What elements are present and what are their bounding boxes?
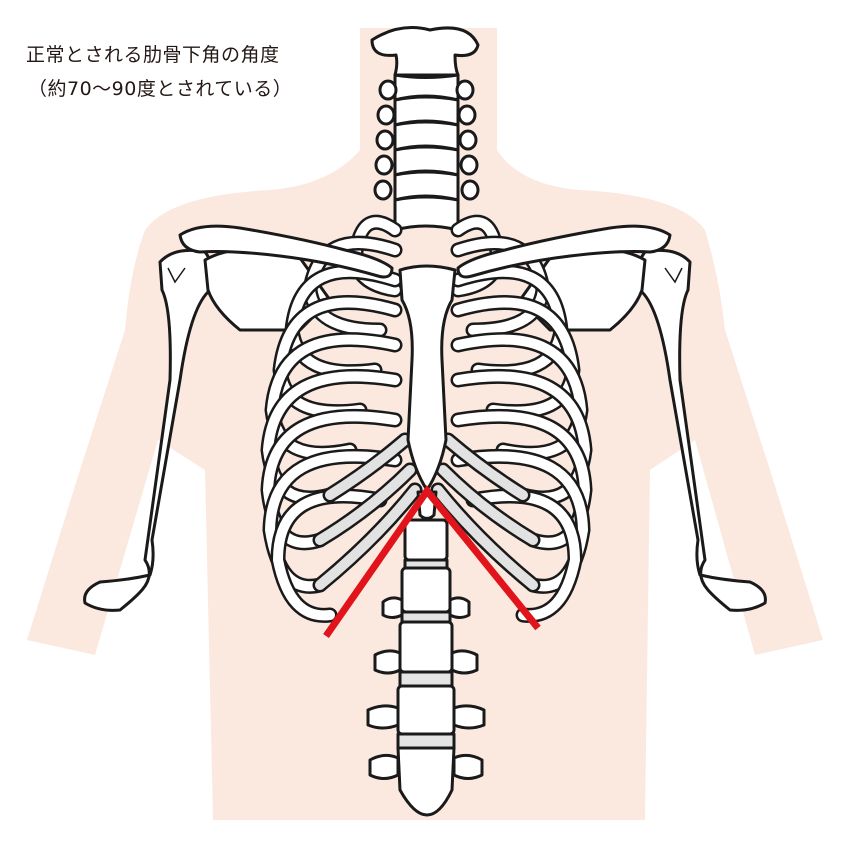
infrasternal-angle-lines (323, 485, 541, 639)
right-ribs (430, 214, 593, 623)
figure-caption: 正常とされる肋骨下角の角度 （約70〜90度とされている） (26, 38, 292, 106)
cervical-spine (370, 26, 480, 232)
caption-title: 正常とされる肋骨下角の角度 (26, 44, 280, 66)
caption-subtitle: （約70〜90度とされている） (28, 78, 293, 100)
sternum (398, 264, 457, 492)
left-ribs (260, 214, 423, 623)
left-clavicle (178, 224, 394, 279)
lumbar-spine (366, 518, 486, 817)
right-clavicle (456, 224, 672, 279)
